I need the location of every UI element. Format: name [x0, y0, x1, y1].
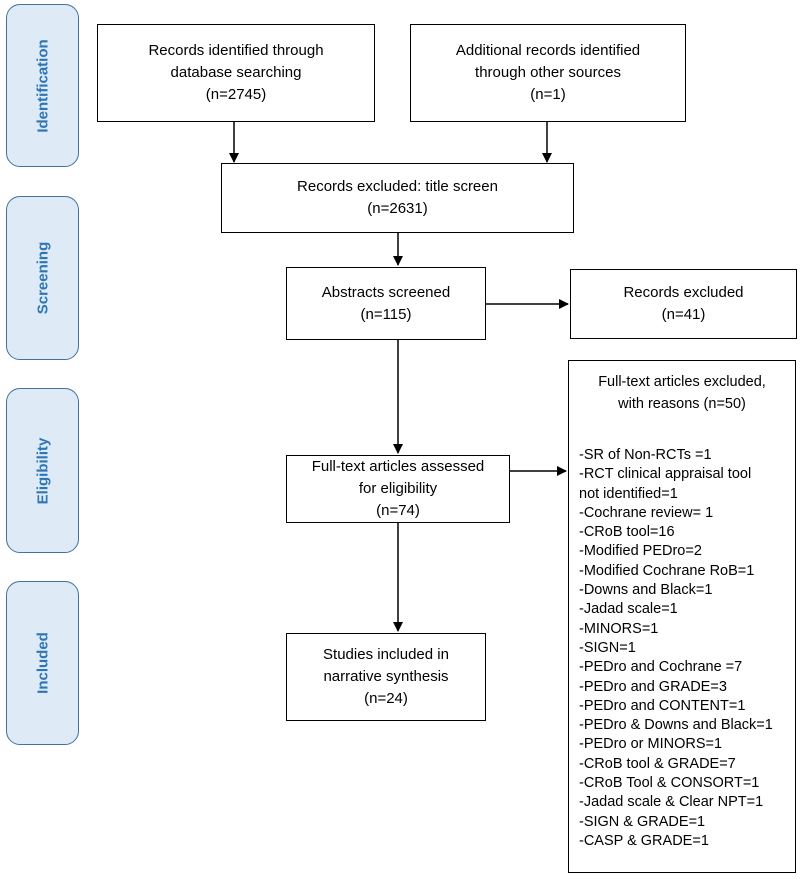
reason-item: -CRoB Tool & CONSORT=1 [579, 775, 760, 792]
phase-included: Included [6, 581, 79, 745]
reason-item: -Modified PEDro=2 [579, 543, 702, 560]
box-line: Full-text articles assessed [311, 458, 485, 475]
reason-item: -Cochrane review= 1 [579, 504, 714, 521]
reason-item: -CRoB tool=16 [579, 524, 675, 541]
box-line: (n=41) [661, 306, 706, 323]
box-line: through other sources [475, 64, 621, 81]
box-line: (n=2745) [205, 86, 267, 103]
reason-item: -SIGN=1 [579, 639, 636, 656]
box-line: database searching [170, 64, 302, 81]
phase-identification: Identification [6, 4, 79, 167]
reason-item: -SR of Non-RCTs =1 [579, 447, 712, 463]
reason-item: -PEDro or MINORS=1 [579, 736, 723, 753]
reasons-heading-line: with reasons (n=50) [618, 396, 746, 412]
reason-item: -SIGN & GRADE=1 [579, 813, 706, 830]
reason-item: -Downs and Black=1 [579, 582, 713, 599]
box-line: (n=2631) [367, 200, 428, 217]
box-line: Additional records identified [455, 42, 641, 59]
reasons-list: -SR of Non-RCTs =1 -RCT clinical appraisa… [579, 446, 773, 851]
reason-item: -CASP & GRADE=1 [579, 832, 709, 849]
reason-item: -CRoB tool & GRADE=7 [579, 755, 736, 772]
box-line: Records excluded [623, 284, 744, 301]
phase-eligibility: Eligibility [6, 388, 79, 553]
fulltext-excluded-reasons-box: Full-text articles excluded, with reason… [568, 360, 796, 873]
fulltext-assessed-box: Full-text articles assessed for eligibil… [286, 455, 510, 523]
studies-included-box: Studies included in narrative synthesis … [286, 633, 486, 721]
reason-item: -Jadad scale=1 [579, 601, 678, 618]
reason-item: -MINORS=1 [579, 620, 659, 637]
reason-item: -Jadad scale & Clear NPT=1 [579, 794, 764, 811]
box-line: for eligibility [358, 480, 438, 497]
phase-screening: Screening [6, 196, 79, 360]
box-line: (n=24) [364, 690, 408, 707]
reason-item: -PEDro & Downs and Black=1 [579, 717, 773, 734]
box-line: Records excluded: title screen [297, 178, 498, 195]
box-line: Studies included in [323, 646, 449, 663]
box-line: (n=74) [376, 502, 420, 519]
box-line: (n=1) [530, 86, 566, 103]
records-identified-box: Records identified through database sear… [97, 24, 375, 122]
reasons-heading-line: Full-text articles excluded, [598, 374, 766, 390]
box-line: (n=115) [360, 305, 412, 323]
reason-item: -PEDro and CONTENT=1 [579, 697, 746, 714]
box-line: Abstracts screened [321, 283, 451, 301]
reason-item: -PEDro and GRADE=3 [579, 678, 727, 695]
abstracts-screened-box: Abstracts screened (n=115) [286, 267, 486, 340]
reason-item: not identified=1 [579, 485, 678, 502]
reason-item: -PEDro and Cochrane =7 [579, 659, 743, 676]
box-line: narrative synthesis [323, 668, 449, 685]
box-line: Records identified through [148, 42, 324, 59]
title-screen-excluded-box: Records excluded: title screen (n=2631) [221, 163, 574, 233]
reason-item: -RCT clinical appraisal tool [579, 466, 752, 483]
reason-item: -Modified Cochrane RoB=1 [579, 562, 755, 579]
reasons-heading: Full-text articles excluded, with reason… [569, 371, 795, 415]
additional-records-box: Additional records identified through ot… [410, 24, 686, 122]
records-excluded-box: Records excluded (n=41) [570, 269, 797, 339]
